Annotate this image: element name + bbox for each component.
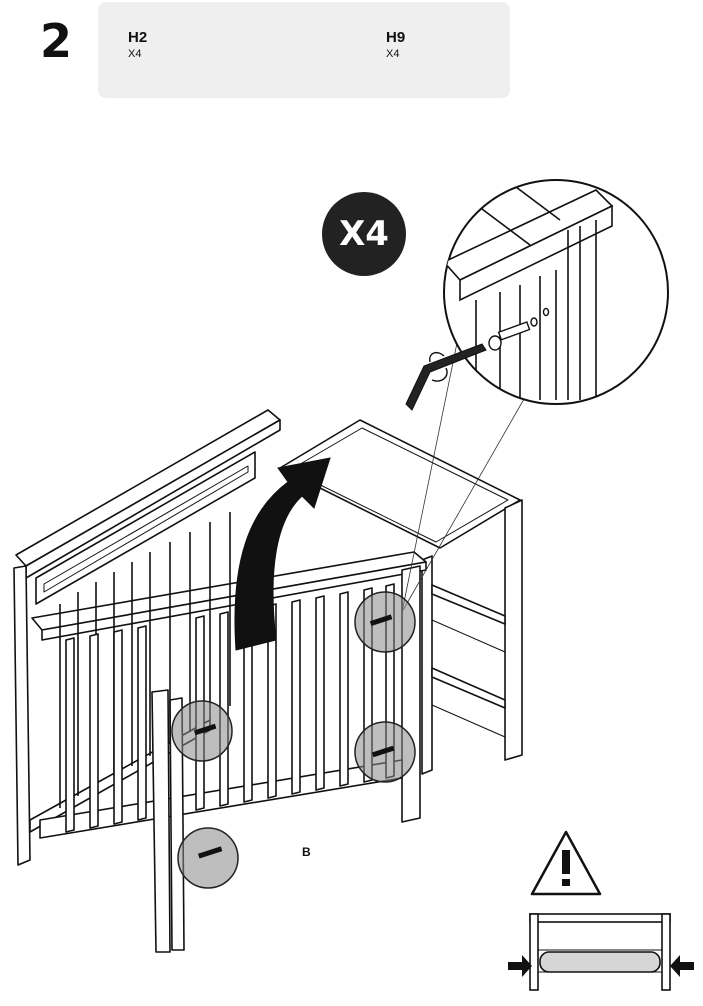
warning-triangle-icon	[530, 830, 602, 896]
part-qty-h2: X4	[128, 48, 142, 60]
bolt-location-icon	[354, 591, 416, 653]
bolt-location-icon	[171, 700, 233, 762]
changing-table	[279, 419, 523, 775]
panel-label: B	[302, 845, 311, 859]
parts-list	[98, 2, 510, 98]
mattress-fit-icon	[508, 913, 694, 991]
bolt-highlights	[171, 591, 416, 889]
part-code-h9: H9	[386, 29, 406, 46]
part-qty-h9: X4	[386, 48, 400, 60]
bolt-location-icon	[354, 721, 416, 783]
allen-key-icon	[405, 343, 487, 411]
quantity-badge: X4	[322, 192, 406, 276]
zoom-detail-icon	[443, 179, 669, 405]
rotate-arrow-icon	[429, 351, 448, 382]
bolt-location-icon	[177, 827, 239, 889]
part-code-h2: H2	[128, 29, 148, 46]
step-number: 2	[40, 14, 73, 68]
crib	[13, 409, 427, 953]
callout-lines	[401, 337, 529, 613]
rotate-up-arrow-icon	[234, 457, 331, 651]
